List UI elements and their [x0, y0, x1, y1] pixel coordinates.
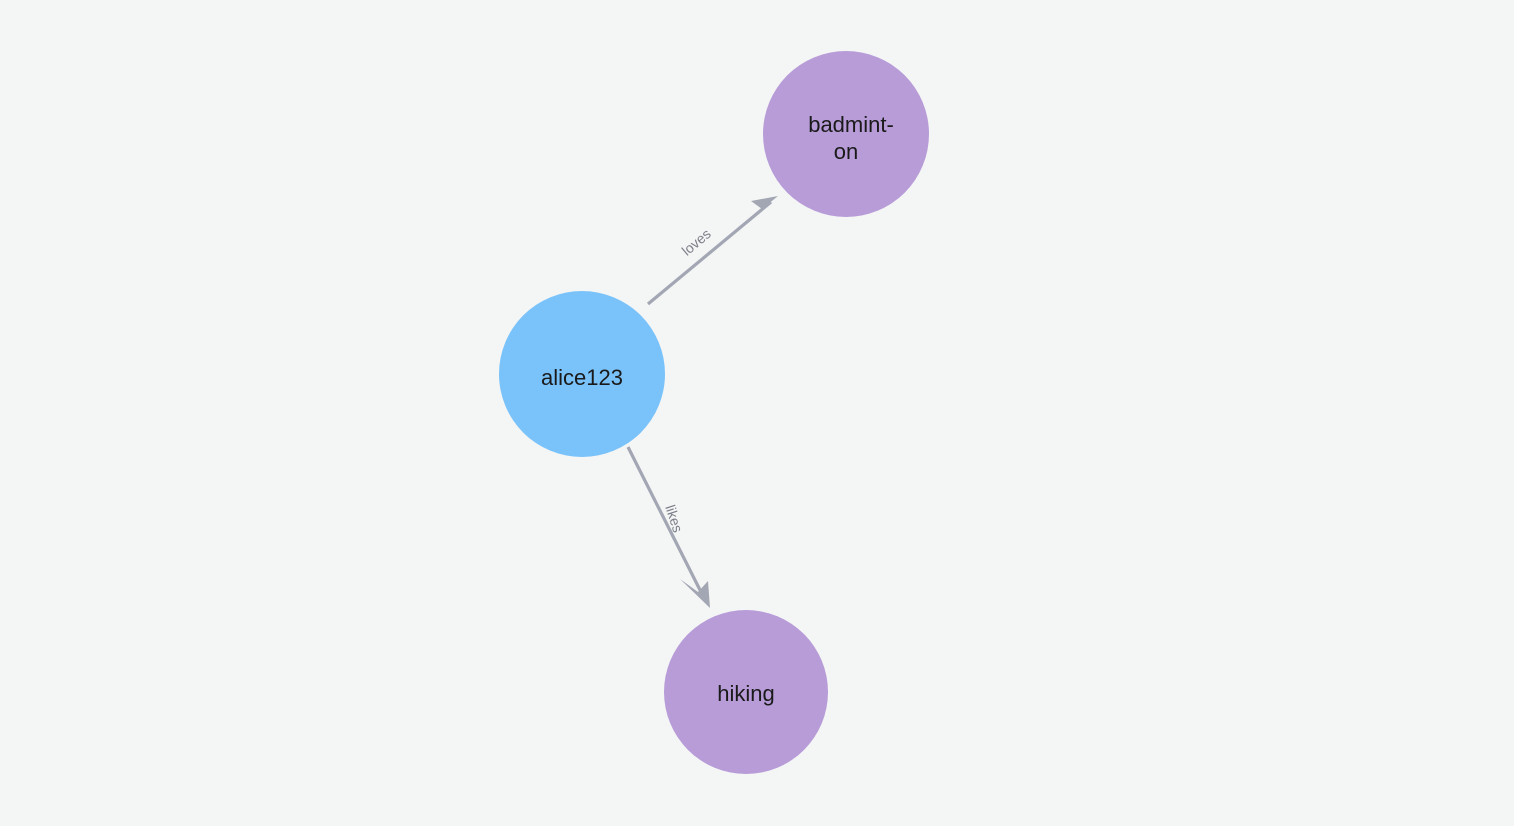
edge-arrowhead-icon — [745, 196, 778, 223]
node-badminton[interactable]: badmint- on — [763, 51, 929, 217]
node-circle-badminton[interactable] — [763, 51, 929, 217]
node-circle-alice123[interactable] — [499, 291, 665, 457]
edge-line — [626, 446, 704, 595]
edge-arrowhead-icon — [680, 579, 710, 608]
node-hiking[interactable]: hiking — [664, 610, 828, 774]
node-circle-hiking[interactable] — [664, 610, 828, 774]
node-alice123[interactable]: alice123 — [499, 291, 665, 457]
edge-alice123-likes-hiking[interactable]: likes — [626, 446, 710, 608]
edge-line — [646, 200, 773, 306]
